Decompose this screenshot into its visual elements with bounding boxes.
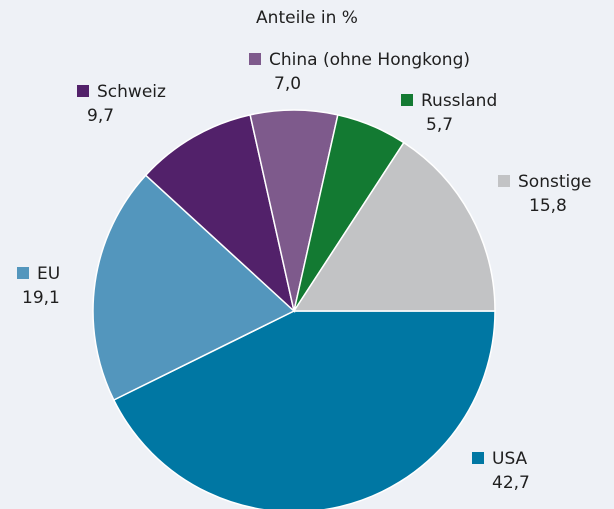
- legend-value-schweiz: 9,7: [87, 106, 115, 126]
- legend-russland: Russland 5,7: [401, 89, 497, 137]
- legend-usa: USA 42,7: [472, 447, 530, 495]
- legend-sonstige: Sonstige 15,8: [498, 170, 591, 218]
- legend-label-sonstige: Sonstige: [518, 172, 592, 192]
- legend-value-china: 7,0: [274, 74, 302, 94]
- legend-value-usa: 42,7: [492, 473, 530, 493]
- legend-swatch-eu: [17, 267, 29, 279]
- legend-china: China (ohne Hongkong) 7,0: [249, 48, 470, 96]
- legend-swatch-china: [249, 53, 261, 65]
- pie-slice-eu: [92, 174, 296, 401]
- legend-value-sonstige: 15,8: [529, 196, 567, 216]
- pie-slice-usa: [112, 310, 496, 509]
- legend-label-eu: EU: [37, 264, 61, 284]
- legend-swatch-usa: [472, 452, 484, 464]
- legend-eu: EU 19,1: [17, 262, 60, 310]
- legend-swatch-russland: [401, 94, 413, 106]
- legend-label-usa: USA: [492, 449, 528, 469]
- legend-value-russland: 5,7: [426, 115, 454, 135]
- pie-slice-schweiz: [144, 113, 296, 314]
- legend-label-schweiz: Schweiz: [97, 82, 166, 102]
- legend-label-china: China (ohne Hongkong): [269, 50, 470, 70]
- legend-swatch-schweiz: [77, 85, 89, 97]
- legend-swatch-sonstige: [498, 175, 510, 187]
- legend-label-russland: Russland: [421, 91, 498, 111]
- chart-title: Anteile in %: [256, 8, 358, 28]
- pie-slice-sonstige: [292, 141, 496, 312]
- legend-schweiz: Schweiz 9,7: [77, 80, 166, 128]
- legend-value-eu: 19,1: [22, 288, 60, 308]
